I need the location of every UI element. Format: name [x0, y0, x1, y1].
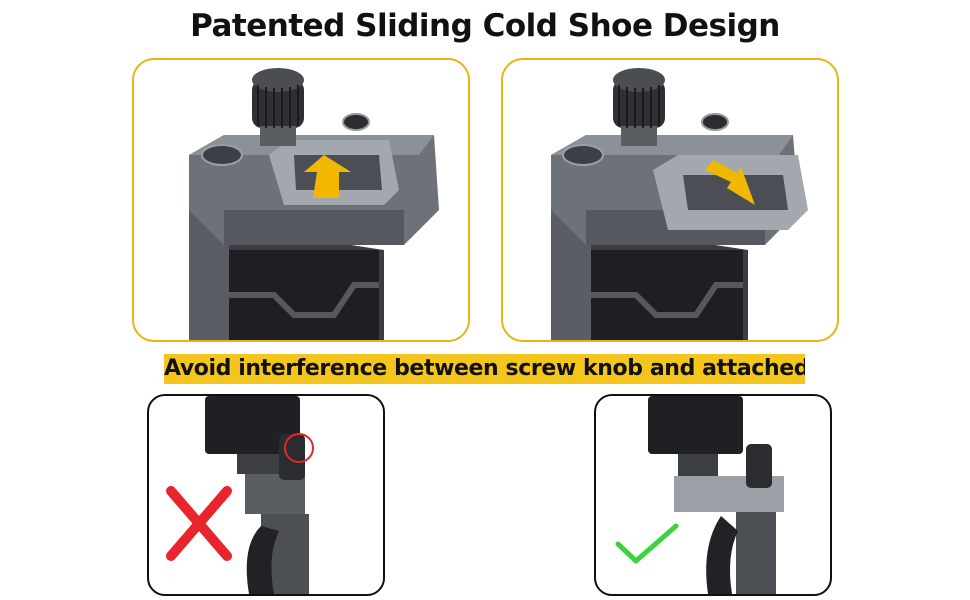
illustration-interference [166, 396, 314, 594]
product-image-extended [551, 68, 808, 340]
panel-shoe-extended [501, 58, 839, 342]
cross-icon [166, 486, 232, 561]
illustration-no-interference [615, 396, 784, 594]
page-title: Patented Sliding Cold Shoe Design [190, 8, 780, 44]
panel-no-interference [594, 394, 832, 596]
checkmark-icon [615, 523, 679, 564]
panel-interference [147, 394, 385, 596]
product-image-retracted [189, 68, 439, 340]
feature-banner: Avoid interference between screw knob an… [164, 354, 805, 384]
arrow-up-icon [304, 155, 351, 198]
arrow-down-icon [705, 160, 755, 205]
panel-shoe-retracted [132, 58, 470, 342]
